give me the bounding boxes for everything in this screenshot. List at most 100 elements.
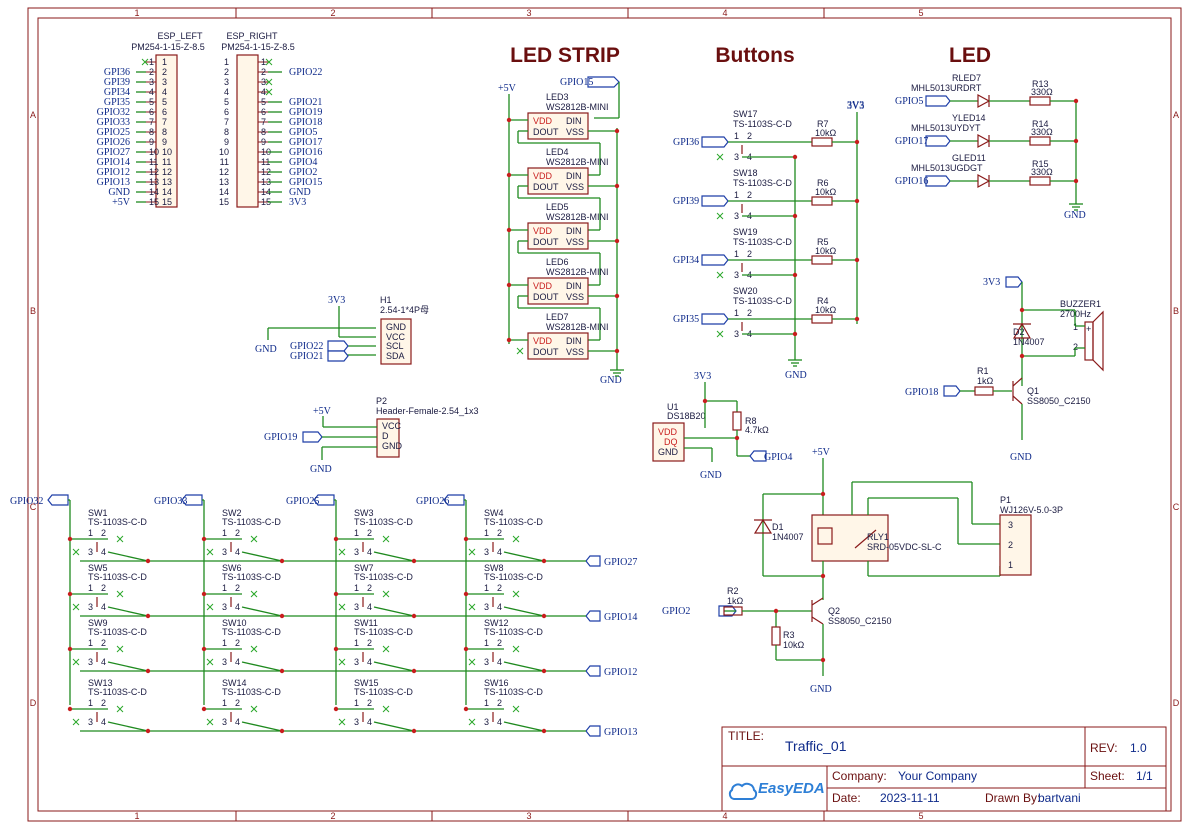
button-ref: SW18 [733, 168, 758, 178]
outer-frame [27, 7, 1182, 822]
svg-text:3: 3 [734, 211, 739, 221]
relay-gnd: GND [810, 684, 832, 695]
svg-text:1: 1 [88, 528, 93, 538]
matrix-switch-part: TS-1103S-C-D [484, 627, 543, 637]
led-header: LED [949, 44, 991, 67]
svg-text:3: 3 [354, 717, 359, 727]
esp-right-net: GPIO2 [289, 167, 317, 178]
matrix-switch-part: TS-1103S-C-D [484, 687, 543, 697]
matrix-row-net: GPIO12 [604, 667, 637, 678]
matrix-col-net: GPIO32 [10, 496, 43, 507]
esp-left-pin: 6 [149, 107, 154, 117]
button-ref: SW17 [733, 109, 758, 119]
button-net: GPI39 [673, 196, 699, 207]
button-res-ref: R4 [817, 296, 829, 306]
esp-left-pin-num: 4 [162, 87, 167, 97]
led-part: MHL5013URDRT [911, 83, 982, 93]
svg-text:2: 2 [1073, 342, 1078, 352]
junction [67, 706, 73, 712]
esp-right-part: PM254-1-15-Z-8.5 [221, 42, 295, 52]
relay-q-part: SS8050_C2150 [828, 616, 892, 626]
net-flag [585, 665, 601, 677]
esp-left-name: ESP_LEFT [157, 31, 203, 41]
svg-text:4: 4 [235, 547, 240, 557]
button-net: GPI34 [673, 255, 699, 266]
esp-left-net: GPIO32 [97, 107, 130, 118]
led-strip-part: WS2812B-MINI [546, 157, 609, 167]
svg-text:3: 3 [484, 717, 489, 727]
junction [279, 613, 285, 619]
esp-left-pin-num: 12 [162, 167, 172, 177]
net-flag [701, 254, 729, 266]
resistor [811, 314, 833, 324]
title-label: TITLE: [728, 729, 764, 743]
esp-left-pin: 1 [149, 57, 154, 67]
esp-left-pin-num: 15 [162, 197, 172, 207]
junction [541, 728, 547, 734]
button-res-ref: R6 [817, 178, 829, 188]
esp-right-net: GPIO16 [289, 147, 322, 158]
esp-right-pin-num: 1 [224, 57, 229, 67]
date-value: 2023-11-11 [880, 791, 940, 805]
u1-gnd: GND [700, 470, 722, 481]
led-pin-vdd: VDD [533, 226, 553, 236]
esp-right-net: GPIO18 [289, 117, 322, 128]
svg-text:3: 3 [222, 657, 227, 667]
matrix-switch-ref: SW10 [222, 618, 247, 628]
p2-net: GPIO19 [264, 432, 297, 443]
buzzer-res-val: 1kΩ [977, 376, 994, 386]
esp-right-pin-num: 10 [219, 147, 229, 157]
resistor [811, 137, 833, 147]
junction [279, 668, 285, 674]
esp-left-pin: 14 [149, 187, 159, 197]
led-strip-gnd: GND [600, 375, 622, 386]
esp-right-pin: 3 [261, 77, 266, 87]
svg-text:2: 2 [101, 528, 106, 538]
junction [201, 706, 207, 712]
esp-right-net: 3V3 [289, 197, 306, 208]
company-label: Company: [832, 769, 887, 783]
matrix-switch-ref: SW9 [88, 618, 108, 628]
esp-right-pin: 10 [261, 147, 271, 157]
net-flag [701, 195, 729, 207]
svg-text:3: 3 [88, 602, 93, 612]
junction [411, 613, 417, 619]
junction [1073, 98, 1079, 104]
junction [792, 213, 798, 219]
svg-text:D: D [382, 431, 389, 441]
p2-part: Header-Female-2.54_1x3 [376, 406, 479, 416]
u1-part: DS18B20 [667, 411, 706, 421]
matrix-switch-part: TS-1103S-C-D [354, 687, 413, 697]
junction [614, 348, 620, 354]
relay-section: +5V D1 1N4007 RLY1 SRD-05VDC-SL-C P1 WJ1… [662, 447, 1063, 695]
svg-text:3: 3 [88, 717, 93, 727]
relay-part: SRD-05VDC-SL-C [867, 542, 942, 552]
svg-text:4: 4 [367, 547, 372, 557]
date-label: Date: [832, 791, 861, 805]
svg-text:2: 2 [497, 583, 502, 593]
matrix-row-net: GPIO27 [604, 557, 637, 568]
junction [854, 198, 860, 204]
matrix-switch-ref: SW13 [88, 678, 113, 688]
button-res-ref: R7 [817, 119, 829, 129]
svg-text:1: 1 [1073, 322, 1078, 332]
svg-text:2: 2 [101, 638, 106, 648]
esp-right-pin-num: 14 [219, 187, 229, 197]
led-strip-part: WS2812B-MINI [546, 102, 609, 112]
button-part: TS-1103S-C-D [733, 178, 792, 188]
ds18b20: U1 DS18B20 3V3 R8 4.7kΩ GPIO4 GND VDD DQ… [652, 371, 792, 481]
matrix-switch-ref: SW6 [222, 563, 242, 573]
esp-left-pin: 9 [149, 137, 154, 147]
led-ref: RLED7 [952, 73, 981, 83]
svg-text:2: 2 [235, 638, 240, 648]
relay-diode-part: 1N4007 [772, 532, 804, 542]
esp-left-pin-num: 5 [162, 97, 167, 107]
led-ref: GLED11 [952, 153, 986, 163]
matrix-col-net: GPIO26 [416, 496, 449, 507]
svg-text:2: 2 [367, 698, 372, 708]
button-part: TS-1103S-C-D [733, 237, 792, 247]
esp-left-net: GPIO13 [97, 177, 130, 188]
grid-col-2: 2 [330, 8, 335, 18]
